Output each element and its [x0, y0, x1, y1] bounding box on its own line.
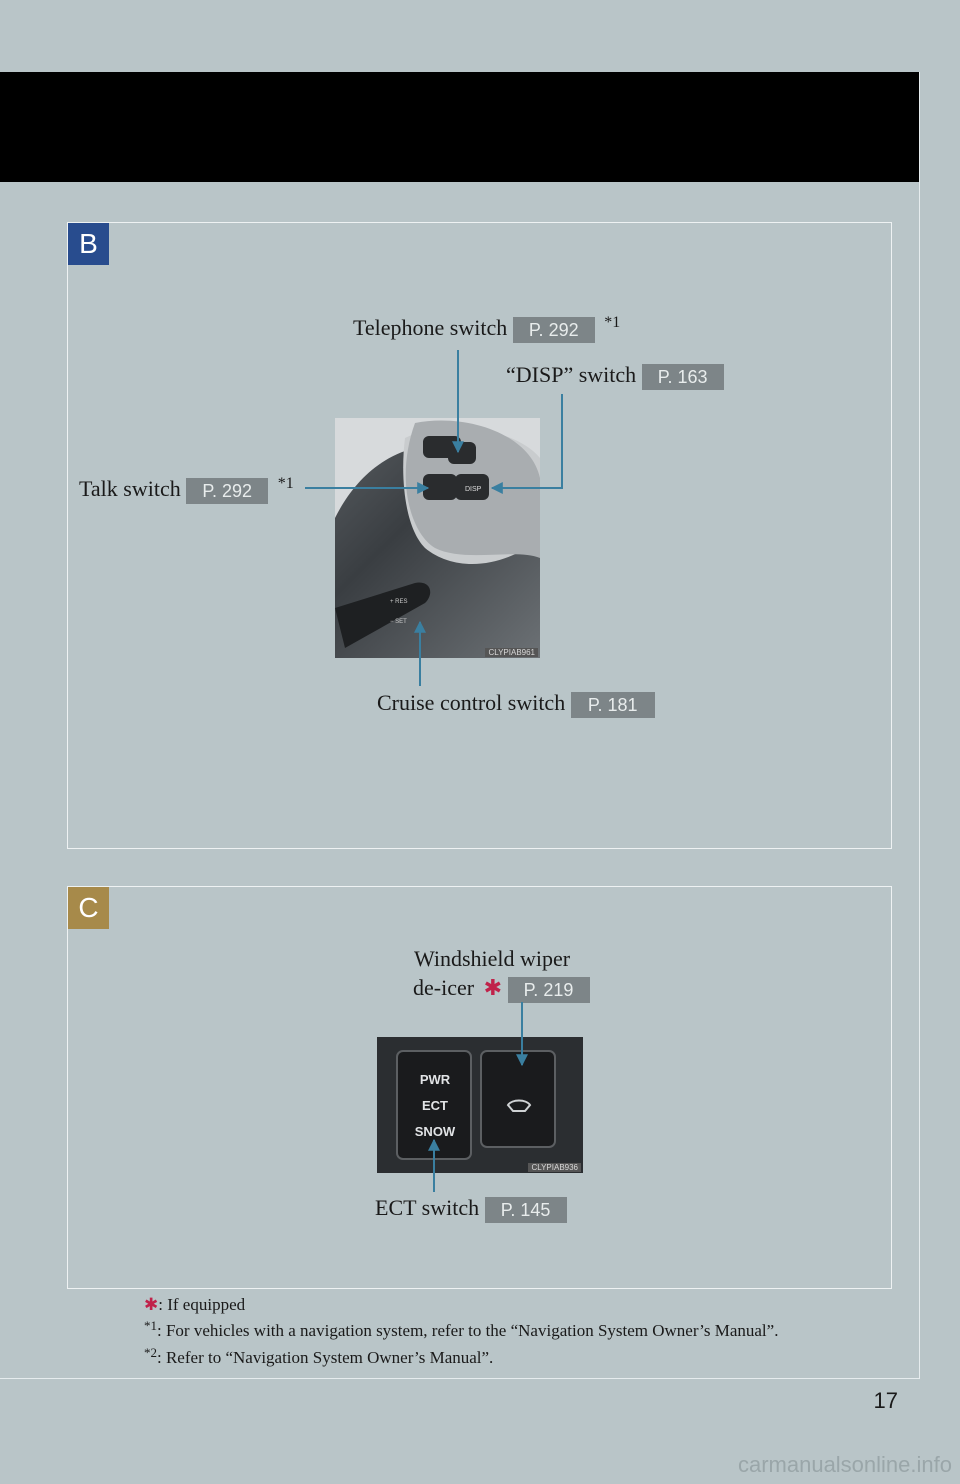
disp-switch-page-ref[interactable]: P. 163 [641, 363, 724, 390]
ect-switch-callout: ECT switch P. 145 [375, 1195, 567, 1223]
footnote-note1: *1: For vehicles with a navigation syste… [144, 1318, 779, 1341]
section-b-badge: B [68, 223, 109, 265]
snow-text: SNOW [414, 1124, 456, 1139]
page-frame [0, 72, 920, 1379]
ect-button-text: PWR ECT SNOW [411, 1067, 459, 1145]
footnote-star-icon: ✱ [144, 1295, 159, 1314]
cruise-control-callout: Cruise control switch P. 181 [377, 690, 655, 718]
telephone-switch-label: Telephone switch [353, 315, 508, 340]
wiper-deicer-callout: de-icer ✱ P. 219 [413, 975, 590, 1003]
cruise-control-label: Cruise control switch [377, 690, 566, 715]
wiper-deicer-label-line2: de-icer [413, 975, 475, 1000]
footnote-note2-text: : Refer to “Navigation System Owner’s Ma… [157, 1348, 494, 1367]
ect-switch-label: ECT switch [375, 1195, 480, 1220]
if-equipped-star-icon: ✱ [483, 975, 502, 1000]
footnote-note2: *2: Refer to “Navigation System Owner’s … [144, 1345, 494, 1368]
console-switch-photo: PWR ECT SNOW CLYPIAB936 [377, 1037, 583, 1173]
talk-switch-note: *1 [277, 475, 294, 492]
footnote-note1-text: : For vehicles with a navigation system,… [157, 1321, 779, 1340]
header-bar [0, 72, 919, 182]
wiper-deicer-page-ref[interactable]: P. 219 [507, 976, 590, 1003]
ect-text: ECT [422, 1098, 448, 1113]
pwr-text: PWR [419, 1072, 451, 1087]
ect-switch-page-ref[interactable]: P. 145 [484, 1196, 567, 1223]
telephone-switch-callout: Telephone switch P. 292 *1 [353, 314, 621, 344]
telephone-switch-page-ref[interactable]: P. 292 [512, 316, 595, 343]
section-c-badge: C [68, 887, 109, 929]
talk-switch-callout: Talk switch P. 292 *1 [79, 475, 294, 505]
talk-switch-label: Talk switch [79, 476, 181, 501]
page-number: 17 [873, 1388, 898, 1413]
console-switch-illustration [396, 1050, 556, 1160]
cruise-control-page-ref[interactable]: P. 181 [570, 691, 655, 718]
wheel-photo-code: CLYPIAB961 [485, 648, 538, 657]
footnote-if-equipped: ✱: If equipped [144, 1295, 245, 1315]
svg-text:− SET: − SET [390, 619, 407, 625]
footnote-note1-mark: *1 [144, 1318, 157, 1333]
footnote-note2-mark: *2 [144, 1345, 157, 1360]
console-photo-code: CLYPIAB936 [528, 1163, 581, 1172]
section-c-panel: C [67, 886, 892, 1289]
svg-text:DISP: DISP [465, 486, 482, 493]
disp-switch-callout: “DISP” switch P. 163 [506, 362, 724, 390]
telephone-switch-note: *1 [604, 314, 621, 331]
disp-switch-label: “DISP” switch [506, 362, 637, 387]
section-b-panel: B [67, 222, 892, 849]
footnote-equipped-text: : If equipped [158, 1295, 246, 1314]
wiper-deicer-label-line1: Windshield wiper [414, 946, 571, 971]
svg-text:+ RES: + RES [390, 599, 408, 605]
steering-wheel-photo: DISP + RES − SET CLYPIAB961 [335, 418, 540, 658]
watermark: carmanualsonline.info [737, 1452, 952, 1477]
talk-switch-page-ref[interactable]: P. 292 [186, 477, 269, 504]
steering-wheel-illustration: DISP + RES − SET [335, 418, 540, 648]
